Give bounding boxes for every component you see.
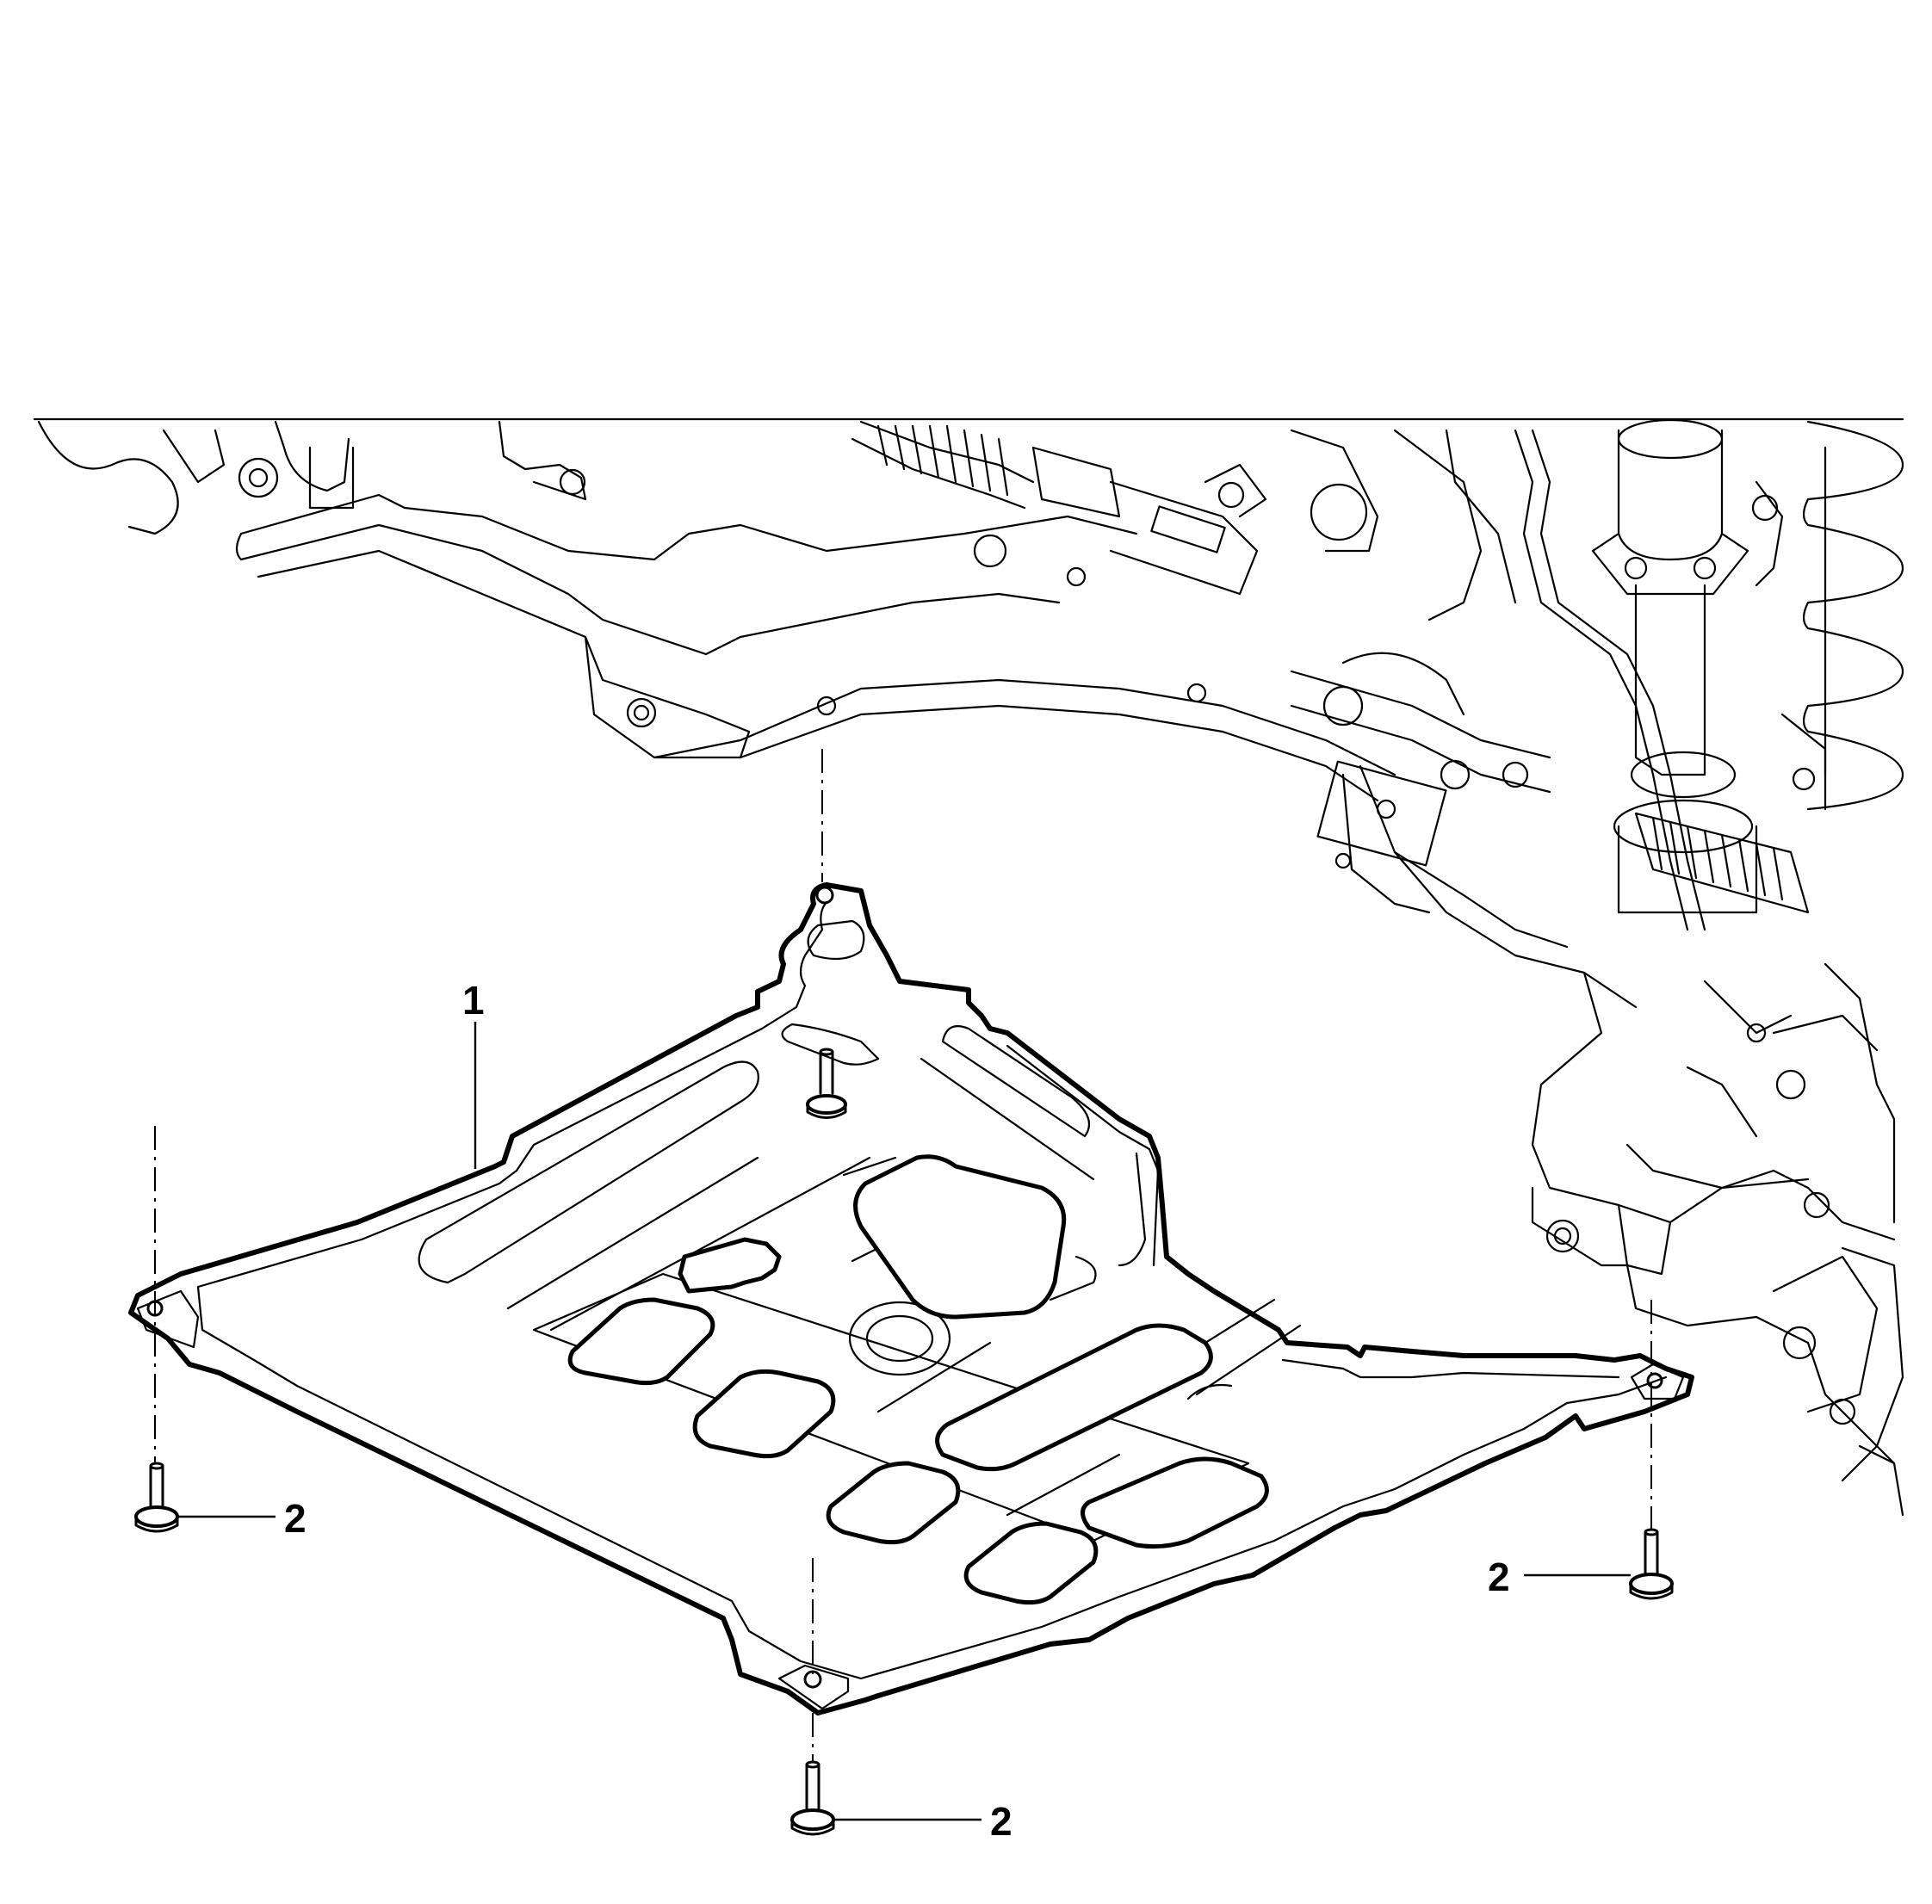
skid-plate [128, 882, 1694, 1715]
callout-1-skid-plate: 1 [462, 978, 485, 1023]
bolt-front [790, 1760, 835, 1836]
front-subframe-assembly [33, 417, 1904, 1517]
bolt-on-plate [806, 1048, 847, 1119]
bolt-left [134, 1462, 179, 1533]
leader-lines [177, 1022, 1631, 1821]
callout-2-bolt-right: 2 [1488, 1555, 1510, 1599]
alignment-centerlines [154, 749, 1652, 1763]
callout-2-bolt-left: 2 [284, 1496, 307, 1541]
bolt-right [1629, 1528, 1674, 1600]
callout-2-bolt-front: 2 [990, 1799, 1012, 1844]
